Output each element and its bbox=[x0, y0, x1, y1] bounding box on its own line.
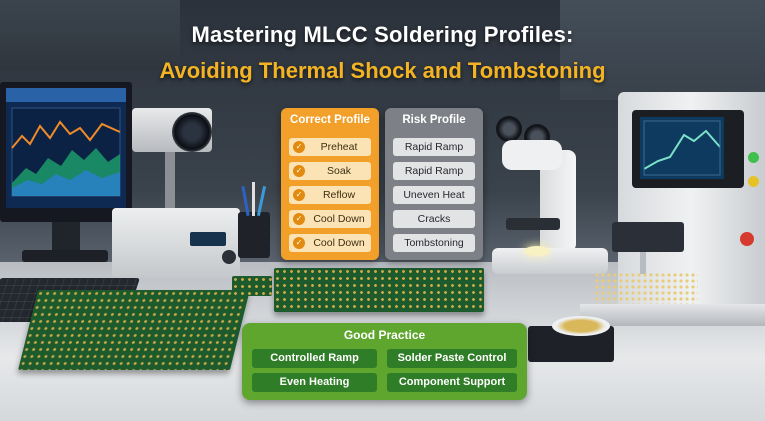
temperature-graph-icon bbox=[6, 88, 126, 197]
power-knob-icon bbox=[222, 250, 236, 264]
good-practice-panel: Good Practice Controlled Ramp Solder Pas… bbox=[242, 323, 527, 400]
red-status-light-icon bbox=[740, 232, 754, 246]
pcb-board bbox=[232, 276, 272, 296]
background-shelf bbox=[0, 0, 180, 70]
profile-graph-icon bbox=[643, 120, 721, 176]
risk-profile-panel: Risk Profile Rapid Ramp Rapid Ramp Uneve… bbox=[385, 108, 483, 260]
risk-profile-heading: Risk Profile bbox=[402, 114, 466, 126]
yellow-status-light-icon bbox=[748, 176, 759, 187]
correct-profile-item: ✓ Preheat bbox=[289, 138, 371, 156]
power-supply-display bbox=[190, 232, 226, 246]
correct-profile-panel: Correct Profile ✓ Preheat ✓ Soak ✓ Reflo… bbox=[281, 108, 379, 260]
pen-icon bbox=[252, 182, 255, 216]
monitor-screen bbox=[6, 88, 126, 208]
monitor bbox=[0, 82, 132, 256]
title-line-1: Mastering MLCC Soldering Profiles: bbox=[191, 22, 574, 47]
risk-profile-item: Cracks bbox=[393, 210, 475, 228]
microscope-light-icon bbox=[524, 246, 550, 256]
correct-profile-item: ✓ Soak bbox=[289, 162, 371, 180]
green-status-light-icon bbox=[748, 152, 759, 163]
checkmark-icon: ✓ bbox=[293, 141, 305, 153]
dispenser-needle-icon bbox=[640, 252, 646, 274]
risk-profile-item: Rapid Ramp bbox=[393, 138, 475, 156]
pen-holder bbox=[238, 212, 270, 258]
machine-tray bbox=[594, 272, 698, 308]
good-practice-item: Even Heating bbox=[252, 373, 377, 392]
checkmark-icon: ✓ bbox=[293, 189, 305, 201]
risk-profile-item: Uneven Heat bbox=[393, 186, 475, 204]
microscope-stage bbox=[506, 218, 560, 230]
machine-display-graph bbox=[640, 117, 724, 179]
dispenser-head bbox=[612, 222, 684, 252]
pcb-board bbox=[274, 268, 484, 312]
microscope-base bbox=[492, 248, 608, 274]
correct-profile-item: ✓ Cool Down bbox=[289, 210, 371, 228]
correct-profile-heading: Correct Profile bbox=[290, 114, 370, 126]
good-practice-item: Solder Paste Control bbox=[387, 349, 517, 368]
good-practice-item: Controlled Ramp bbox=[252, 349, 377, 368]
background-window bbox=[560, 0, 765, 100]
correct-profile-item: ✓ Cool Down bbox=[289, 234, 371, 252]
camera-lens-icon bbox=[172, 112, 212, 152]
correct-profile-item: ✓ Reflow bbox=[289, 186, 371, 204]
correct-profile-item-label: Preheat bbox=[320, 141, 358, 153]
risk-profile-item: Rapid Ramp bbox=[393, 162, 475, 180]
good-practice-item: Component Support bbox=[387, 373, 517, 392]
pcb-board bbox=[18, 290, 250, 370]
microscope-head bbox=[502, 140, 562, 170]
correct-profile-item-label: Reflow bbox=[322, 189, 356, 201]
component-bowl-icon bbox=[552, 316, 610, 336]
monitor-base bbox=[22, 250, 108, 262]
correct-profile-item-label: Cool Down bbox=[313, 237, 365, 249]
machine-platform bbox=[580, 304, 765, 326]
microscope-eyepiece-icon bbox=[496, 116, 522, 142]
title-line-2: Avoiding Thermal Shock and Tombstoning bbox=[159, 58, 606, 83]
good-practice-heading: Good Practice bbox=[343, 328, 426, 342]
risk-profile-item: Tombstoning bbox=[393, 234, 475, 252]
checkmark-icon: ✓ bbox=[293, 165, 305, 177]
correct-profile-item-label: Soak bbox=[327, 165, 351, 177]
checkmark-icon: ✓ bbox=[293, 237, 305, 249]
camera-stand bbox=[165, 152, 175, 210]
correct-profile-item-label: Cool Down bbox=[313, 213, 365, 225]
checkmark-icon: ✓ bbox=[293, 213, 305, 225]
